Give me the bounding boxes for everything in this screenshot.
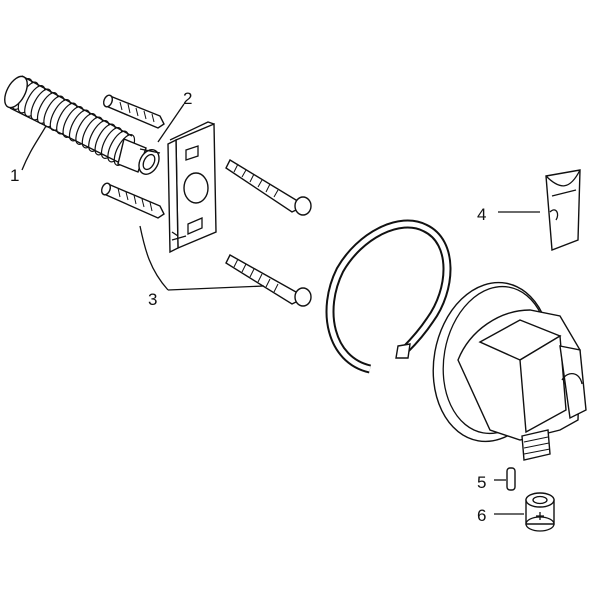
pin bbox=[506, 467, 516, 491]
callout-6: 6 bbox=[477, 506, 486, 525]
sealing-ring bbox=[325, 219, 452, 374]
callout-5: 5 bbox=[477, 473, 486, 492]
leader-2 bbox=[157, 103, 185, 143]
holder-clip bbox=[545, 169, 581, 251]
mounting-bracket bbox=[167, 121, 217, 254]
leader-3-a bbox=[139, 225, 169, 291]
wall-plug-lower bbox=[100, 182, 165, 219]
callout-3: 3 bbox=[148, 290, 157, 309]
leader-lines bbox=[21, 103, 540, 515]
wall-plug-upper bbox=[102, 94, 165, 129]
leader-1 bbox=[21, 125, 47, 171]
wall-outlet-elbow bbox=[432, 281, 587, 461]
threaded-nut bbox=[525, 492, 555, 532]
callout-labels: 1 2 3 4 5 6 bbox=[10, 89, 486, 525]
screw-lower bbox=[225, 254, 312, 307]
screw-upper bbox=[225, 159, 312, 216]
corrugated-sleeve bbox=[4, 75, 161, 175]
callout-2: 2 bbox=[183, 89, 192, 108]
leader-3-b bbox=[167, 285, 265, 291]
callout-4: 4 bbox=[477, 205, 486, 224]
callout-1: 1 bbox=[10, 166, 19, 185]
